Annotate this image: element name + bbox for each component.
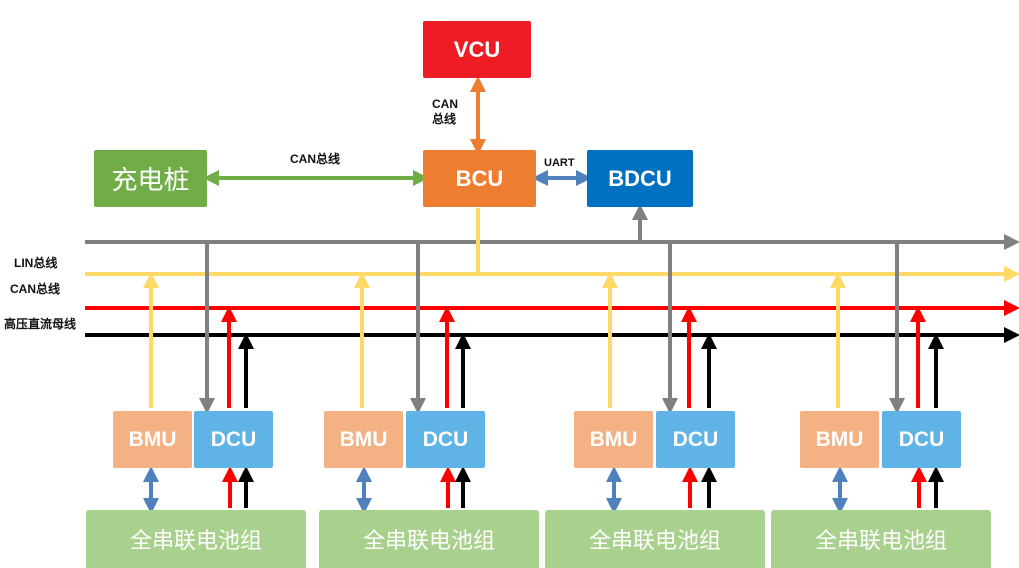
bcu-bdcu-label: UART bbox=[544, 157, 575, 169]
hv-bus-label: 高压直流母线 bbox=[4, 317, 77, 331]
vcu-bcu-can-label: CAN bbox=[432, 97, 458, 111]
dcu-box[interactable]: DCU bbox=[406, 411, 485, 468]
bdcu-label: BDCU bbox=[608, 165, 672, 191]
battery-pack-label: 全串联电池组 bbox=[362, 528, 495, 553]
bdcu-box[interactable]: BDCU bbox=[587, 150, 693, 207]
charger-box[interactable]: 充电桩 bbox=[94, 150, 207, 207]
battery-pack-box[interactable]: 全串联电池组 bbox=[86, 510, 306, 568]
dcu-label: DCU bbox=[422, 427, 469, 451]
charger-bcu-label: CAN总线 bbox=[290, 152, 340, 166]
battery-pack-box[interactable]: 全串联电池组 bbox=[319, 510, 539, 568]
bmu-label: BMU bbox=[589, 427, 638, 451]
dcu-box[interactable]: DCU bbox=[656, 411, 735, 468]
battery-pack-box[interactable]: 全串联电池组 bbox=[771, 510, 991, 568]
dcu-label: DCU bbox=[210, 427, 257, 451]
bcu-label: BCU bbox=[455, 165, 504, 191]
module-links bbox=[143, 244, 944, 514]
battery-pack-label: 全串联电池组 bbox=[588, 528, 721, 553]
charger-label: 充电桩 bbox=[111, 165, 190, 195]
battery-pack-label: 全串联电池组 bbox=[814, 528, 947, 553]
dcu-box[interactable]: DCU bbox=[882, 411, 961, 468]
can-bus-label: CAN总线 bbox=[10, 282, 60, 296]
bmu-label: BMU bbox=[339, 427, 388, 451]
bmu-box[interactable]: BMU bbox=[574, 411, 653, 468]
vcu-bcu-bus-label: 总线 bbox=[432, 112, 457, 126]
bmu-box[interactable]: BMU bbox=[113, 411, 192, 468]
bmu-box[interactable]: BMU bbox=[800, 411, 879, 468]
bcu-box[interactable]: BCU bbox=[423, 150, 536, 207]
dcu-box[interactable]: DCU bbox=[194, 411, 273, 468]
dcu-label: DCU bbox=[898, 427, 945, 451]
vcu-box[interactable]: VCU bbox=[423, 21, 531, 78]
bmu-box[interactable]: BMU bbox=[324, 411, 403, 468]
bmu-label: BMU bbox=[128, 427, 177, 451]
vcu-label: VCU bbox=[453, 36, 501, 62]
bmu-label: BMU bbox=[815, 427, 864, 451]
battery-pack-box[interactable]: 全串联电池组 bbox=[545, 510, 765, 568]
lin-bus-label: LIN总线 bbox=[14, 256, 58, 270]
dcu-label: DCU bbox=[672, 427, 719, 451]
battery-pack-label: 全串联电池组 bbox=[129, 528, 262, 553]
